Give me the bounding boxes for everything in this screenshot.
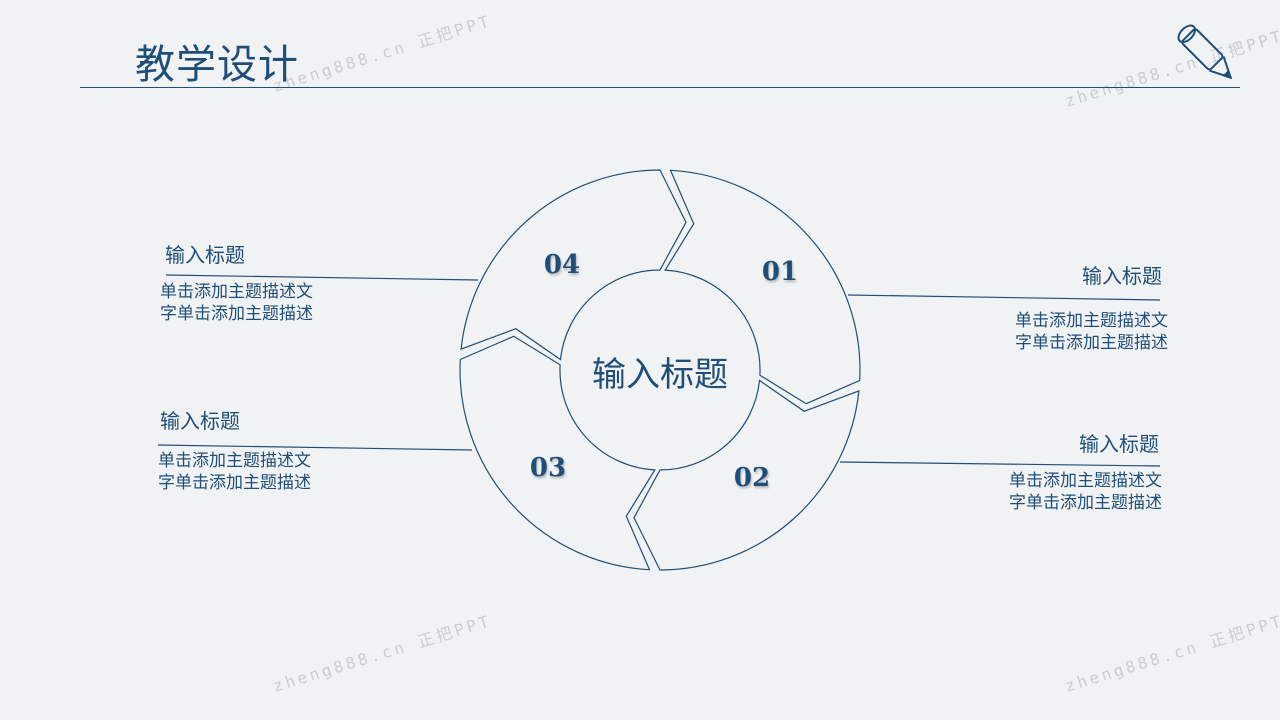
center-title: 输入标题: [592, 355, 728, 395]
segment-number-03: 03: [530, 453, 566, 483]
item-desc-4: 单击添加主题描述文字单击添加主题描述: [160, 282, 313, 324]
segment-number-04: 04: [544, 250, 580, 280]
item-title-3: 输入标题: [160, 409, 240, 433]
title-divider: [80, 87, 1240, 88]
item-title-2: 输入标题: [1079, 432, 1159, 456]
cycle-segment-04: [460, 169, 687, 361]
segment-number-01: 01: [762, 257, 798, 287]
cycle-segment-01: [664, 169, 861, 405]
segment-number-02: 02: [734, 463, 770, 493]
pencil-icon: [1177, 24, 1233, 80]
cycle-segment-02: [633, 379, 860, 571]
cycle-segment-03: [459, 335, 656, 571]
page-title: 教学设计: [135, 42, 299, 88]
item-desc-3: 单击添加主题描述文字单击添加主题描述: [158, 451, 311, 493]
item-desc-1: 单击添加主题描述文字单击添加主题描述: [1015, 311, 1168, 353]
item-title-1: 输入标题: [1082, 264, 1162, 288]
item-desc-2: 单击添加主题描述文字单击添加主题描述: [1009, 471, 1162, 513]
connector-lines: [157, 274, 1161, 467]
item-title-4: 输入标题: [165, 243, 245, 267]
